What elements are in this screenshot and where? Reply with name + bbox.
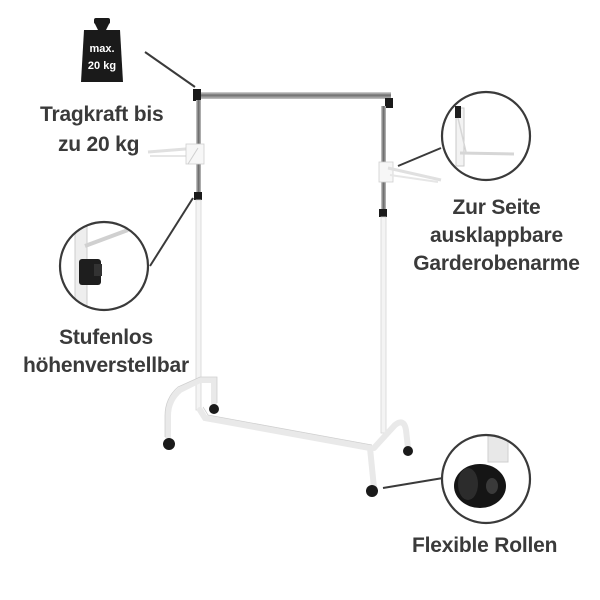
label-load-capacity: Tragkraft bis zu 20 kg <box>40 102 164 158</box>
callout-lines <box>144 51 444 489</box>
right-side-arm <box>378 161 442 183</box>
base-frame-outline <box>164 376 373 446</box>
caster-wheels <box>163 404 413 497</box>
detail-height-adjust <box>58 220 150 312</box>
side-arms-line3: Garderobenarme <box>413 252 580 275</box>
base-frame <box>165 377 411 491</box>
weight-line1: max. <box>89 43 114 55</box>
casters-line1: Flexible Rollen <box>412 534 558 557</box>
left-side-arm <box>147 143 205 165</box>
label-height-adjust: Stufenlos höhenverstellbar <box>18 325 194 379</box>
top-rail <box>193 89 393 108</box>
detail-caster <box>440 433 532 525</box>
side-arms-line1: Zur Seite <box>452 196 541 219</box>
detail-side-arm <box>440 90 532 182</box>
load-capacity-line1: Tragkraft bis <box>40 103 164 126</box>
height-adjust-line1: Stufenlos <box>59 326 153 349</box>
weight-line2: 20 kg <box>88 60 116 72</box>
side-arms-line2: ausklappbare <box>430 224 563 247</box>
right-post <box>379 106 387 434</box>
height-adjust-line2: höhenverstellbar <box>22 354 190 377</box>
label-side-arms: Zur Seite ausklappbare Garderobenarme <box>404 195 589 277</box>
weight-icon: max. 20 kg <box>81 18 123 82</box>
load-capacity-line2: zu 20 kg <box>58 133 140 156</box>
label-casters: Flexible Rollen <box>412 533 557 559</box>
